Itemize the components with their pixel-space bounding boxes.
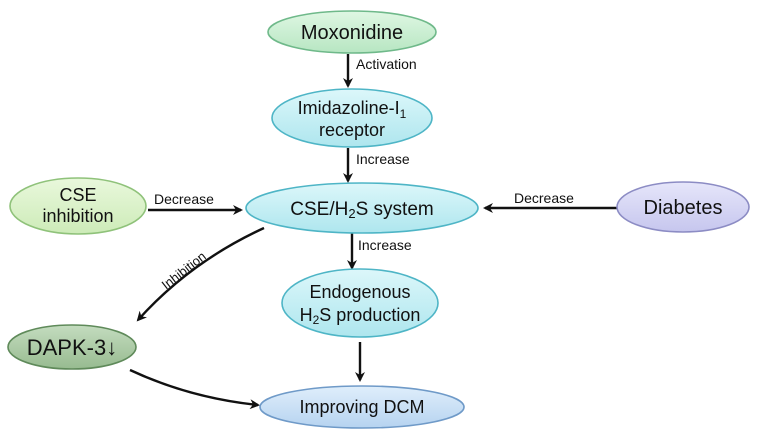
edge-inhibition-label: Inhibition xyxy=(159,249,209,293)
node-dapk3-label: DAPK-3↓ xyxy=(27,335,117,360)
node-moxonidine: Moxonidine xyxy=(267,10,437,54)
node-cse-h2s-system: CSE/H2S system xyxy=(245,182,479,234)
node-diabetes-label: Diabetes xyxy=(644,197,723,219)
node-improving-label: Improving DCM xyxy=(299,397,424,417)
edge-decrease-right-label: Decrease xyxy=(514,190,574,206)
node-cse-inhibition-line2: inhibition xyxy=(42,206,113,226)
edge-inhibition-arrow xyxy=(136,226,265,322)
node-dapk3: DAPK-3↓ xyxy=(7,324,137,370)
node-diabetes: Diabetes xyxy=(616,181,750,233)
edge-activation-label: Activation xyxy=(356,56,417,72)
edge-increase-2-label: Increase xyxy=(358,237,412,253)
node-moxonidine-label: Moxonidine xyxy=(301,22,403,44)
node-endogenous-line1: Endogenous xyxy=(309,282,410,302)
edge-dapk3-improving-arrow xyxy=(129,368,260,410)
node-endogenous-line2: H2S production xyxy=(300,305,421,327)
edge-decrease-left-label: Decrease xyxy=(154,191,214,207)
node-imidazoline-receptor: Imidazoline-I1 receptor xyxy=(271,88,433,148)
node-receptor-line1: Imidazoline-I1 xyxy=(298,98,407,121)
node-cse-h2s-label: CSE/H2S system xyxy=(290,199,433,221)
node-improving-dcm: Improving DCM xyxy=(259,385,465,429)
edges: Activation Increase Decrease Decrease In… xyxy=(129,54,617,410)
edge-increase-1-label: Increase xyxy=(356,151,410,167)
node-cse-inhibition-line1: CSE xyxy=(59,185,96,205)
node-endogenous-h2s: Endogenous H2S production xyxy=(281,268,439,338)
nodes: Moxonidine Imidazoline-I1 receptor CSE i… xyxy=(7,10,750,429)
node-receptor-line2: receptor xyxy=(319,120,385,140)
node-cse-inhibition: CSE inhibition xyxy=(9,177,147,235)
